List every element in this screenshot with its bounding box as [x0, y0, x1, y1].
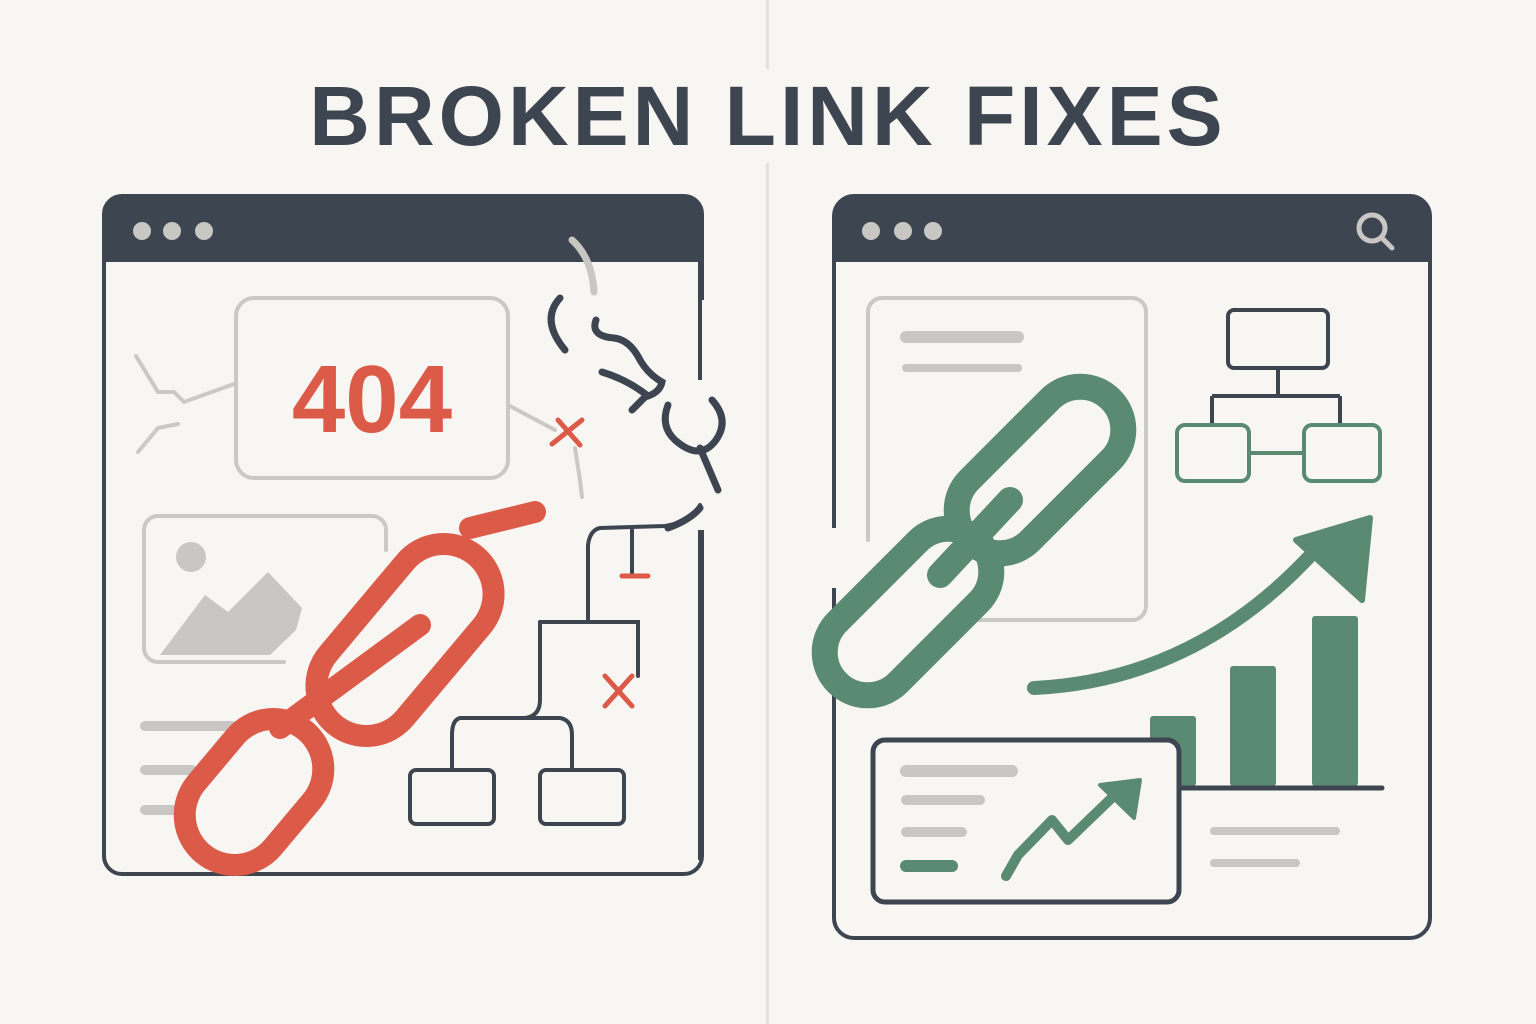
trend-card-icon: [870, 737, 1182, 905]
window-dot: [163, 222, 181, 240]
page-title-text: BROKEN LINK FIXES: [303, 69, 1233, 163]
window-titlebar: [104, 196, 702, 262]
chain-link-icon: [811, 373, 1137, 709]
error-code-404: 404: [292, 346, 452, 453]
window-dot: [862, 222, 880, 240]
fixed-site-window: [811, 194, 1432, 940]
page-title: BROKEN LINK FIXES: [0, 66, 1536, 166]
text-placeholder-lines: [140, 721, 237, 815]
window-dot: [195, 222, 213, 240]
crack-lines: [134, 354, 584, 499]
sitemap-broken-icon: [408, 503, 702, 826]
broken-site-window: 404: [102, 194, 726, 876]
center-divider: [766, 0, 769, 1024]
image-placeholder-icon: [142, 514, 388, 664]
text-placeholder-lines: [1210, 827, 1340, 867]
window-dot: [924, 222, 942, 240]
window-dots: [133, 222, 213, 240]
error-x-icon: [549, 417, 585, 448]
window-dot: [133, 222, 151, 240]
document-card: [866, 296, 1148, 622]
window-titlebar: [834, 196, 1430, 262]
sitemap-icon: [1175, 308, 1382, 483]
chart-bar: [1312, 616, 1358, 786]
error-x-icon: [602, 673, 635, 709]
window-dots: [862, 222, 942, 240]
search-icon: [1356, 212, 1395, 251]
red-chain-link-icon: [173, 501, 546, 876]
window-dot: [894, 222, 912, 240]
chart-bar: [1230, 666, 1276, 786]
growth-arrow-icon: [1027, 515, 1373, 695]
error-404-card: 404: [234, 296, 510, 480]
